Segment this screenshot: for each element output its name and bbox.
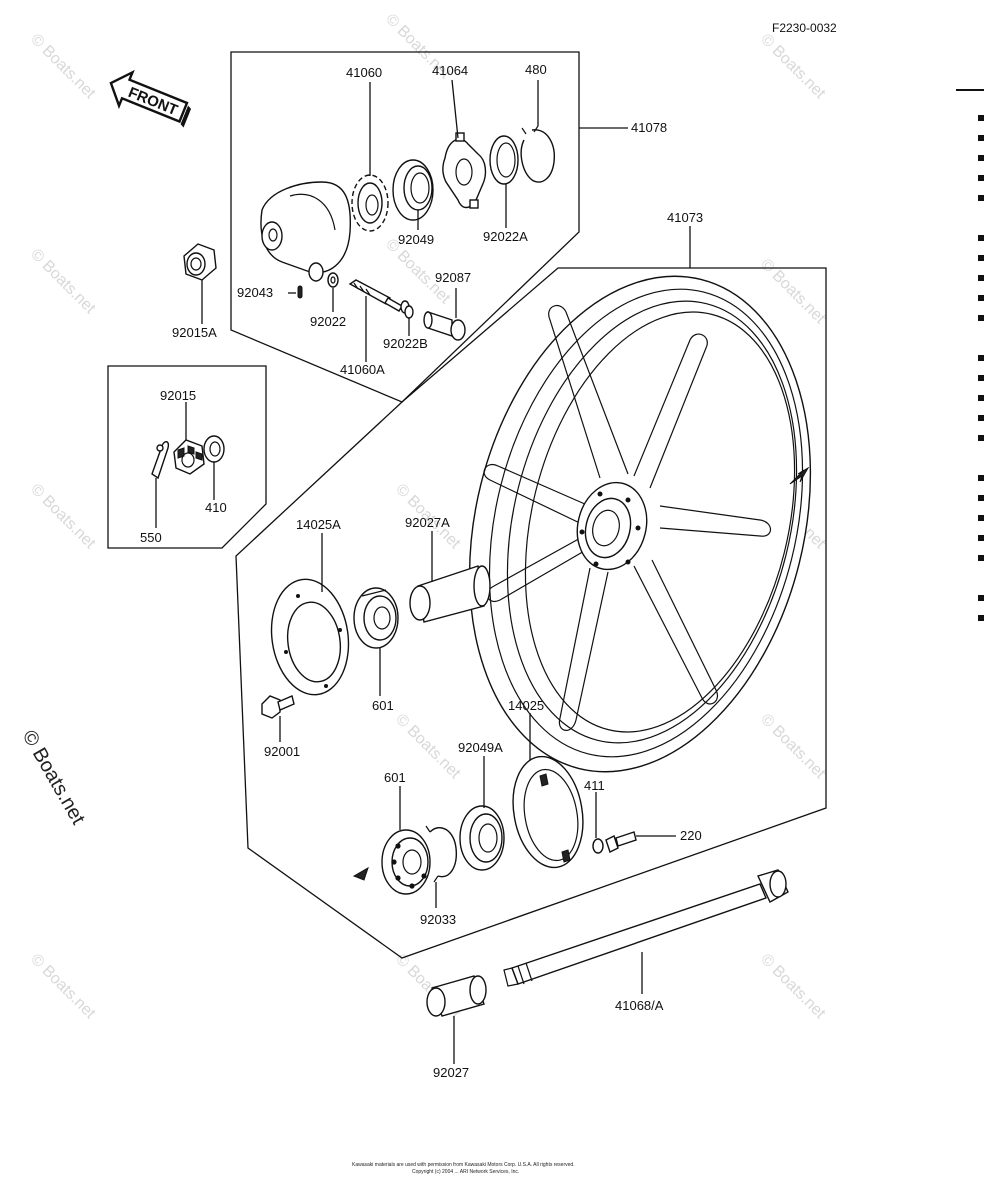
castle-nut-92015 (173, 439, 205, 475)
side-watermark: © Boats.net (18, 727, 90, 829)
diagram-reference: F2230-0032 (772, 21, 837, 35)
axle-nut-92015a (183, 243, 217, 281)
label-411: 411 (584, 778, 605, 793)
speedometer-gearbox-housing (260, 181, 352, 274)
watermark-text: © Boats.net (757, 711, 829, 783)
watermark-text: © Boats.net (27, 951, 99, 1023)
watermark-text: © Boats.net (27, 481, 99, 553)
label-92049a: 92049A (458, 740, 503, 755)
cast-wheel-41073 (468, 275, 812, 773)
label-41064: 41064 (432, 63, 468, 78)
watermark-text: © Boats.net (757, 256, 829, 328)
pin-92043 (297, 285, 303, 299)
label-92022: 92022 (310, 314, 346, 329)
washer-410-hole (209, 441, 221, 457)
label-92027: 92027 (433, 1065, 469, 1080)
pinion-gear-shaft (348, 279, 410, 314)
label-92015a: 92015A (172, 325, 217, 340)
copyright-line-2: Copyright (c) 2004 ... ARI Network Servi… (412, 1169, 519, 1175)
spacer-92027a (409, 565, 491, 623)
wheel-cover-14025a (270, 578, 350, 696)
label-92022a: 92022A (483, 229, 528, 244)
label-41060a: 41060A (340, 362, 385, 377)
label-601-lower: 601 (384, 770, 406, 785)
label-41078: 41078 (631, 120, 667, 135)
washer-92022-hole (330, 276, 336, 284)
direction-arrow-small (352, 866, 369, 881)
oil-seal-92049 (392, 159, 434, 221)
cut-off-parts-list (956, 89, 984, 621)
label-41068a: 41068/A (615, 998, 664, 1013)
circlip-480 (520, 125, 555, 183)
group-outline-small (107, 365, 267, 549)
ball-bearing-601-upper (353, 587, 399, 649)
gear-drive-retainer (442, 132, 487, 209)
bushing-92087 (423, 311, 466, 341)
drive-gear (351, 174, 389, 232)
front-arrow-icon: FRONT (109, 69, 192, 128)
watermark-text: © Boats.net (757, 951, 829, 1023)
axle-41068a (503, 869, 789, 987)
cotter-pin-550 (151, 441, 170, 480)
wheel-cover-14025 (512, 755, 584, 869)
screw-220 (605, 831, 637, 853)
leader-lines (155, 79, 691, 1064)
label-480: 480 (525, 62, 547, 77)
oil-seal-92049a (459, 805, 505, 871)
washer-411 (592, 838, 604, 854)
label-550: 550 (140, 530, 162, 545)
label-41060: 41060 (346, 65, 382, 80)
watermark-text: © Boats.net (27, 31, 99, 103)
label-92049: 92049 (398, 232, 434, 247)
washer-92022b (404, 305, 414, 319)
label-92087: 92087 (435, 270, 471, 285)
copyright-line-1: Kawasaki materials are used with permiss… (352, 1162, 575, 1168)
label-92033: 92033 (420, 912, 456, 927)
washer-410 (203, 435, 225, 463)
label-601-upper: 601 (372, 698, 394, 713)
spacer-92027 (426, 975, 487, 1017)
label-92022b: 92022B (383, 336, 428, 351)
part-labels: 41060 41064 480 41078 41073 92049 92022A… (140, 62, 703, 1080)
label-92015: 92015 (160, 388, 196, 403)
washer-92022a (489, 135, 519, 185)
housing-bushing (308, 262, 324, 282)
ball-bearing-601-lower (381, 829, 431, 895)
group-outline-top (230, 51, 580, 403)
wheel-spokes (483, 304, 772, 731)
label-14025: 14025 (508, 698, 544, 713)
label-92027a: 92027A (405, 515, 450, 530)
watermark-text: © Boats.net (27, 246, 99, 318)
label-14025a: 14025A (296, 517, 341, 532)
label-220: 220 (680, 828, 702, 843)
circlip-92033 (429, 827, 457, 878)
bolt-92001 (261, 695, 295, 719)
washer-92022a-inner (496, 142, 516, 178)
label-410: 410 (205, 500, 227, 515)
label-92001: 92001 (264, 744, 300, 759)
label-41073: 41073 (667, 210, 703, 225)
label-92043: 92043 (237, 285, 273, 300)
washer-92022 (327, 272, 339, 288)
circlip-92033-ends (425, 825, 439, 883)
group-outline-main (235, 267, 827, 959)
watermark-text: © Boats.net (757, 31, 829, 103)
